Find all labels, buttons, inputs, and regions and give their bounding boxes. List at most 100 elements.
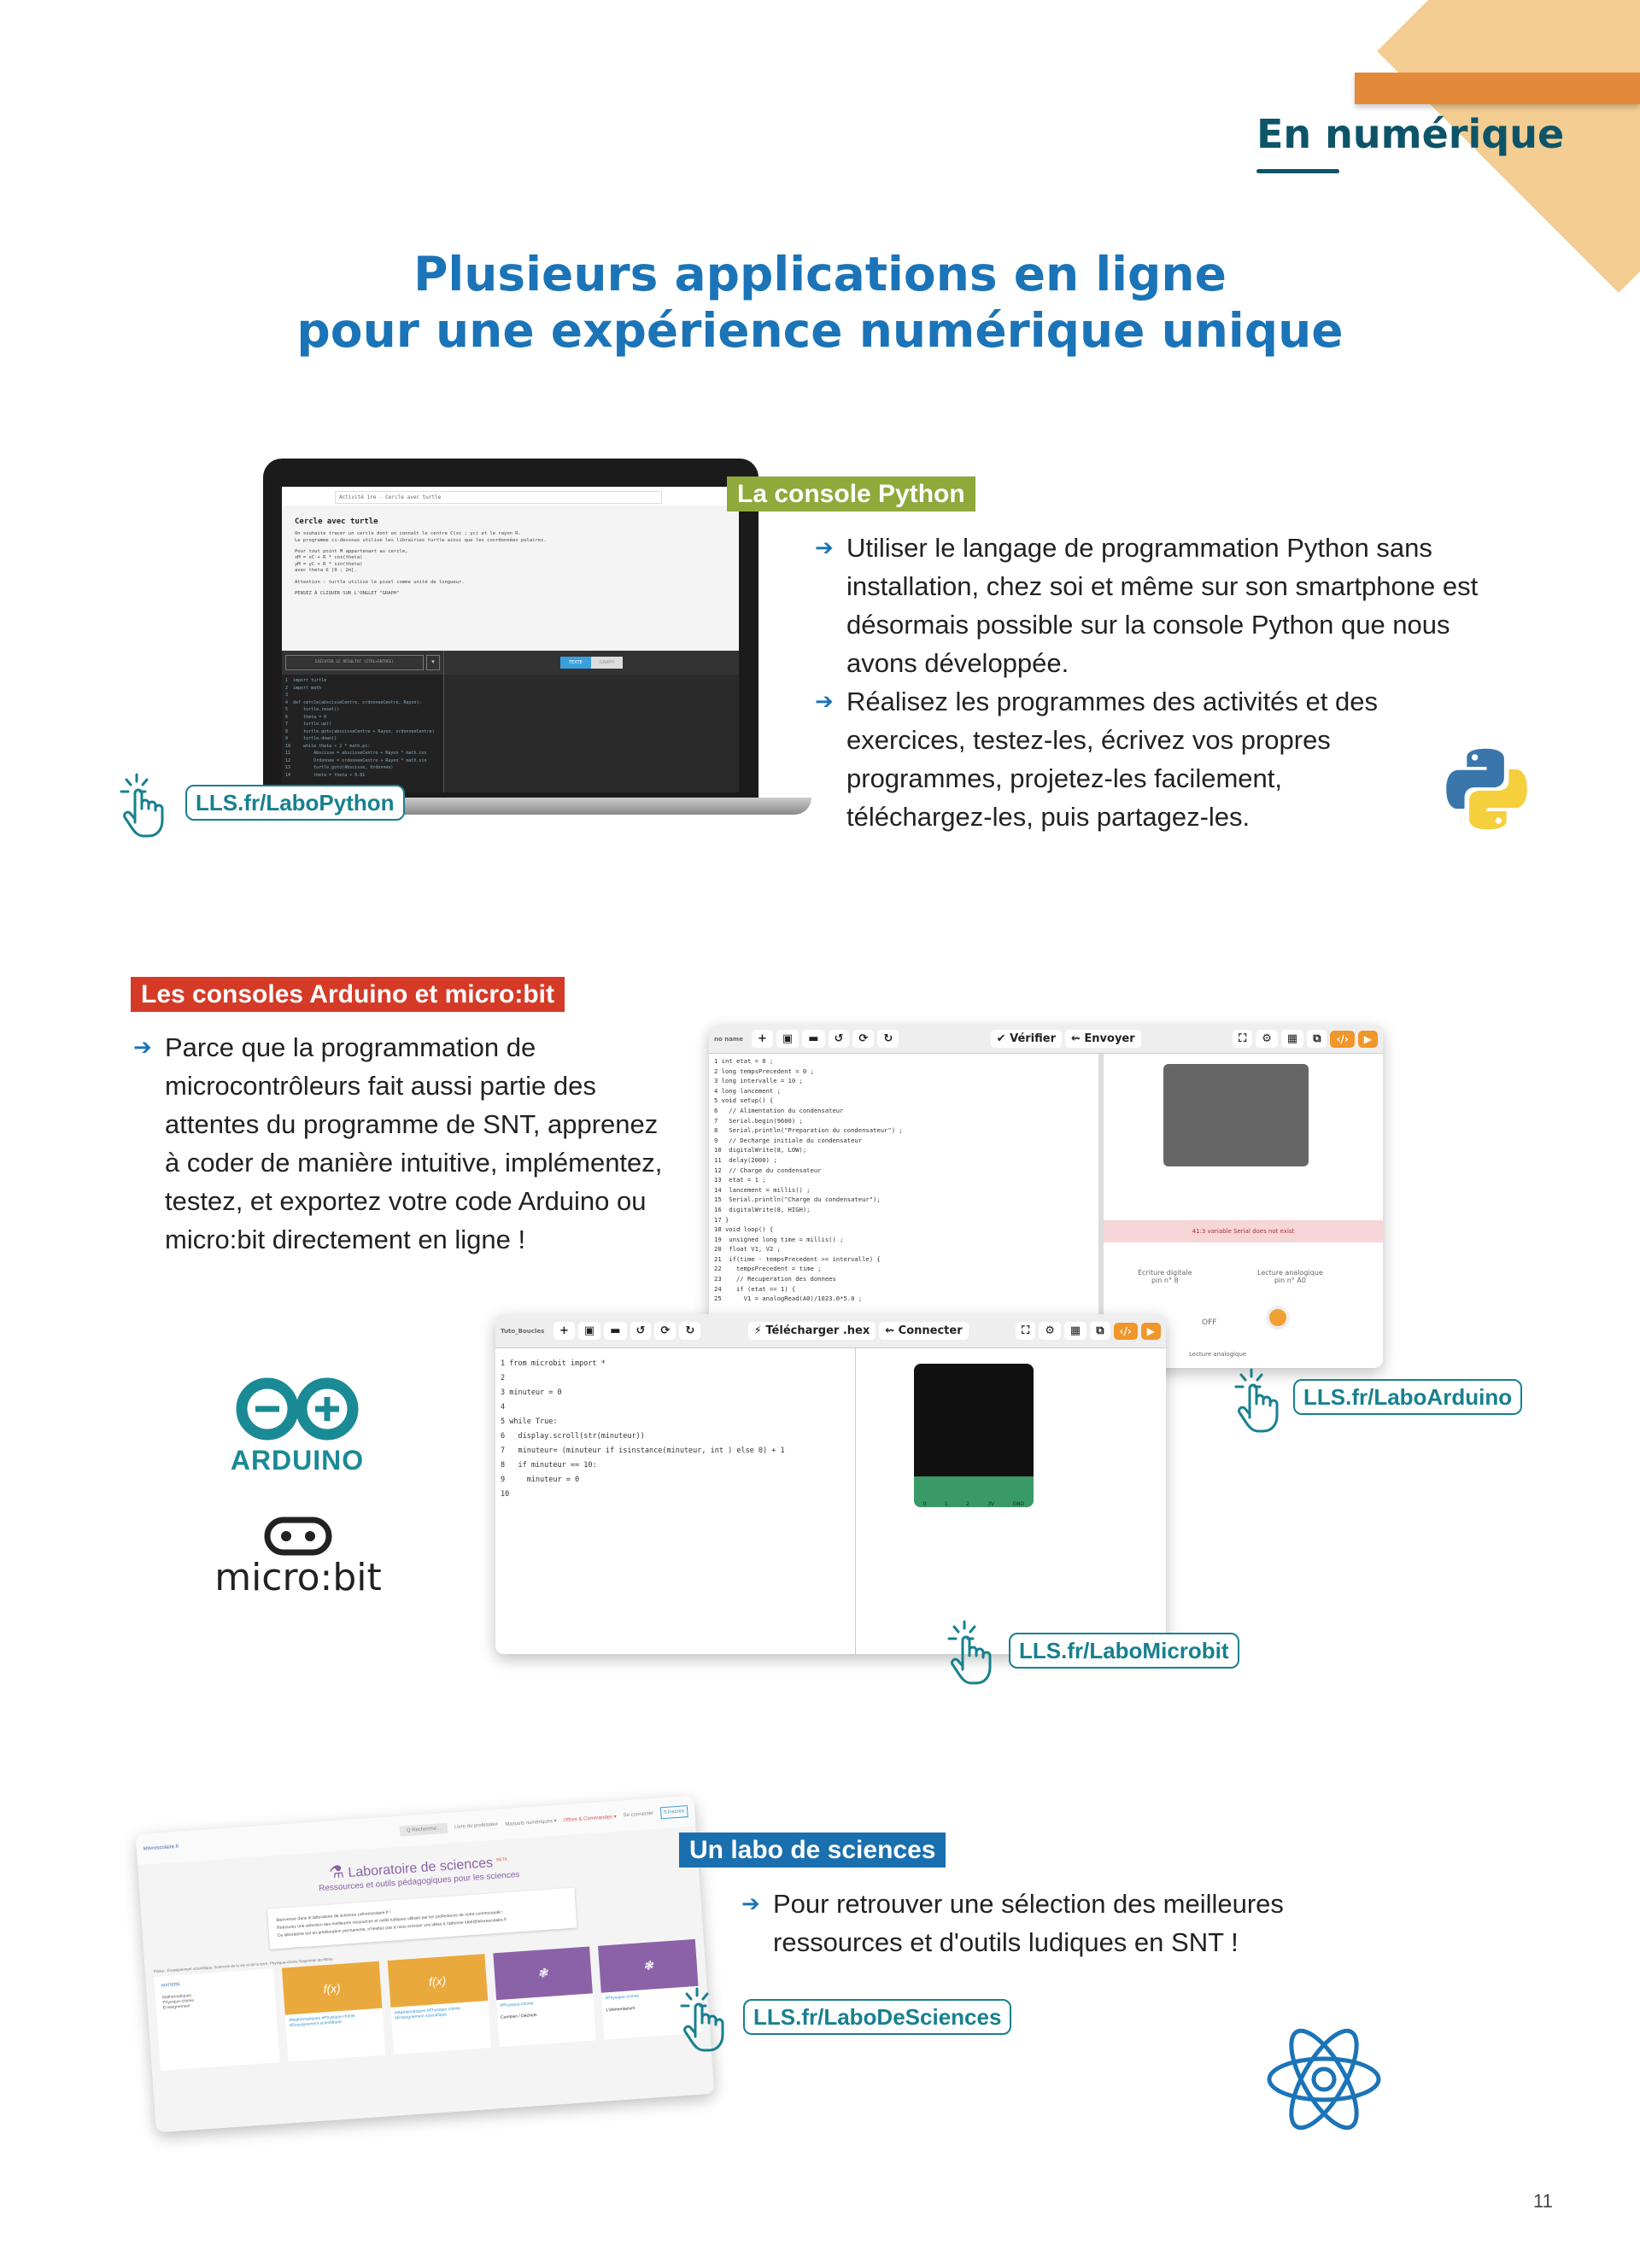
activity-text-line: PENSEZ À CLIQUER SUR L'ONGLET "GRAPH" (295, 590, 400, 596)
resource-card[interactable]: f(x)#Mathématiques #Physique-chimie #Ens… (281, 1961, 386, 2062)
page-title: Plusieurs applications en ligne pour une… (0, 246, 1640, 359)
code-line: 1 int etat = 0 ; (714, 1057, 774, 1065)
hand-pointer-icon (680, 1987, 724, 2052)
python-logo-icon (1446, 748, 1527, 830)
flask-icon: ⚗ (328, 1862, 345, 1883)
code-line: 1 from microbit import * (501, 1359, 606, 1368)
search-box[interactable]: Q Recherche... (399, 1822, 448, 1837)
code-line: 22 tempsPrecedent = time ; (714, 1265, 822, 1273)
analog-read-label-2: Lecture analogique (1189, 1351, 1247, 1358)
tab-text[interactable]: TEXTE (559, 657, 591, 669)
python-bullets: Utiliser le langage de programmation Pyt… (815, 529, 1498, 836)
microbit-face-icon (264, 1517, 332, 1556)
code-line: 5 while True: (501, 1418, 558, 1426)
bullet: Utiliser le langage de programmation Pyt… (815, 529, 1498, 682)
code-line: 21 if(time - tempsPrecedent >= intervall… (714, 1254, 881, 1263)
code-line: 4 def cercle(abscisseCentre, ordonneeCen… (285, 699, 422, 705)
python-console-screen: Activité 1re - Cercle avec turtle Cercle… (282, 487, 739, 792)
code-line: 19 unsigned long time = millis() ; (714, 1235, 844, 1243)
arduino-logo-text: ARDUINO (230, 1445, 365, 1476)
activity-text-line: xM = xC + R * cos(theta) (295, 555, 363, 561)
code-line: 9 // Decharge initiale du condensateur (714, 1136, 863, 1144)
microbit-logo: micro:bit (213, 1517, 384, 1599)
nav-link[interactable]: Manuels numériques ▾ (505, 1818, 557, 1827)
activity-text-line: Attention : turtle utilise le pixel comm… (295, 579, 465, 585)
activity-text-line: Pour tout point M appartenant au cercle, (295, 548, 408, 554)
pin-label: 0 (922, 1501, 927, 1507)
filename: no name (714, 1035, 743, 1043)
activity-select[interactable]: Activité 1re - Cercle avec turtle (335, 491, 662, 504)
bullet: Réalisez les programmes des activités et… (815, 682, 1396, 836)
section-title: En numérique (1256, 111, 1565, 157)
filename: Tuto_Boucles (501, 1327, 545, 1335)
code-line: 1 import turtle (285, 678, 327, 683)
code-line: 6 // Alimentation du condensateur (714, 1106, 844, 1114)
activity-text-line: Le programme ci-dessous utilise les libr… (295, 537, 547, 543)
bullet: Parce que la programmation de microcontr… (133, 1028, 663, 1259)
run-dropdown[interactable]: ▾ (426, 655, 440, 670)
pin-label: 1 (944, 1501, 948, 1507)
code-line: 3 (285, 693, 289, 698)
code-line: 3 long intervalle = 10 ; (714, 1077, 803, 1085)
code-line: 9 minuteur = 0 (501, 1476, 580, 1484)
code-line: 5 void setup() { (714, 1096, 774, 1105)
arduino-microbit-tag: Les consoles Arduino et micro:bit (131, 977, 565, 1012)
science-bullets: Pour retrouver une sélection des meilleu… (741, 1885, 1425, 1961)
atom-icon (1267, 2028, 1381, 2131)
page-number: 11 (1533, 2190, 1553, 2212)
laboarduino-link[interactable]: LLS.fr/LaboArduino (1293, 1379, 1523, 1415)
download-hex-button[interactable]: ⚡ Télécharger .hex (747, 1322, 876, 1340)
code-line: 2 (501, 1374, 506, 1382)
code-line: 15 Serial.println("Charge du condensateu… (714, 1195, 881, 1204)
section-underline (1256, 169, 1339, 173)
code-line: 13 turtle.goto(Abscisse, Ordonnee) (285, 765, 394, 770)
code-line: 14 lancement = millis() ; (714, 1185, 811, 1194)
card-banner: ❃ (492, 1946, 594, 2001)
title-line-1: Plusieurs applications en ligne (413, 247, 1227, 301)
activity-heading: Cercle avec turtle (295, 517, 378, 526)
tab-graph[interactable]: GRAPH (590, 657, 624, 669)
code-line: 14 theta = theta + 0.01 (285, 772, 366, 778)
science-lab-tag: Un labo de sciences (679, 1833, 946, 1868)
verify-button[interactable]: ✔ Vérifier (990, 1030, 1062, 1048)
run-button[interactable]: EXÉCUTER LE RÉSULTAT (CTRL+ENTRÉE) (285, 655, 424, 670)
code-line: 13 etat = 1 ; (714, 1176, 766, 1184)
card-banner: f(x) (387, 1954, 488, 2008)
beta-badge: BETA (496, 1856, 508, 1863)
activity-text-line-list: On souhaite tracer un cercle dont on con… (282, 526, 739, 602)
arduino-console-screenshot: no name +▣▬↺⟳↻ ✔ Vérifier ⇜ Envoyer ⛶⚙▦⧉… (709, 1025, 1383, 1368)
code-line: 3 minuteur = 0 (501, 1388, 562, 1397)
python-console-tag: La console Python (727, 476, 975, 511)
code-line: 25 V1 = analogRead(A0)/1023.0*5.0 ; (714, 1295, 863, 1303)
nav-link[interactable]: Se connecter (623, 1810, 654, 1819)
nav-link[interactable]: Livre du professeur (454, 1821, 499, 1831)
nav-link[interactable]: Offres & Commandes ▾ (563, 1814, 617, 1823)
code-line: 2 long tempsPrecedent = 0 ; (714, 1067, 814, 1075)
send-button[interactable]: ⇜ Envoyer (1065, 1030, 1141, 1048)
code-line: 10 digitalWrite(8, LOW); (714, 1146, 807, 1154)
signup-button[interactable]: S'inscrire (659, 1805, 688, 1820)
labomicrobit-link[interactable]: LLS.fr/LaboMicrobit (1009, 1633, 1239, 1669)
code-line: 10 while theta < 2 * math.pi: (285, 743, 371, 749)
arduino-infinity-icon (236, 1377, 359, 1441)
decorative-bar (1355, 73, 1640, 104)
code-line: 4 (501, 1403, 506, 1412)
code-line-list: 1 from microbit import * 2 3 minuteur = 0 4… (495, 1348, 856, 1654)
resource-card[interactable]: f(x)#Mathématiques #Physique-chimie #Ens… (387, 1954, 491, 2055)
connect-button[interactable]: ⇜ Connecter (879, 1322, 969, 1340)
labopython-link[interactable]: LLS.fr/LaboPython (185, 785, 405, 821)
activity-text-line: avec theta ∈ [0 ; 2π[. (295, 568, 357, 574)
arduino-bullets: Parce que la programmation de microcontr… (133, 1028, 663, 1259)
pin-label: 2 (966, 1501, 969, 1507)
code-line: 12 Ordonnee = ordonneeCentre + Rayon * m… (285, 757, 427, 763)
code-line: 18 void loop() { (714, 1225, 774, 1234)
microbit-logo-text: micro:bit (214, 1556, 382, 1599)
code-line: 8 Serial.println("Preparation du condens… (714, 1126, 903, 1135)
potentiometer-knob[interactable] (1266, 1306, 1290, 1330)
code-line: 2 import math (285, 685, 322, 691)
labodesciences-link[interactable]: LLS.fr/LaboDeSciences (743, 1999, 1012, 2035)
